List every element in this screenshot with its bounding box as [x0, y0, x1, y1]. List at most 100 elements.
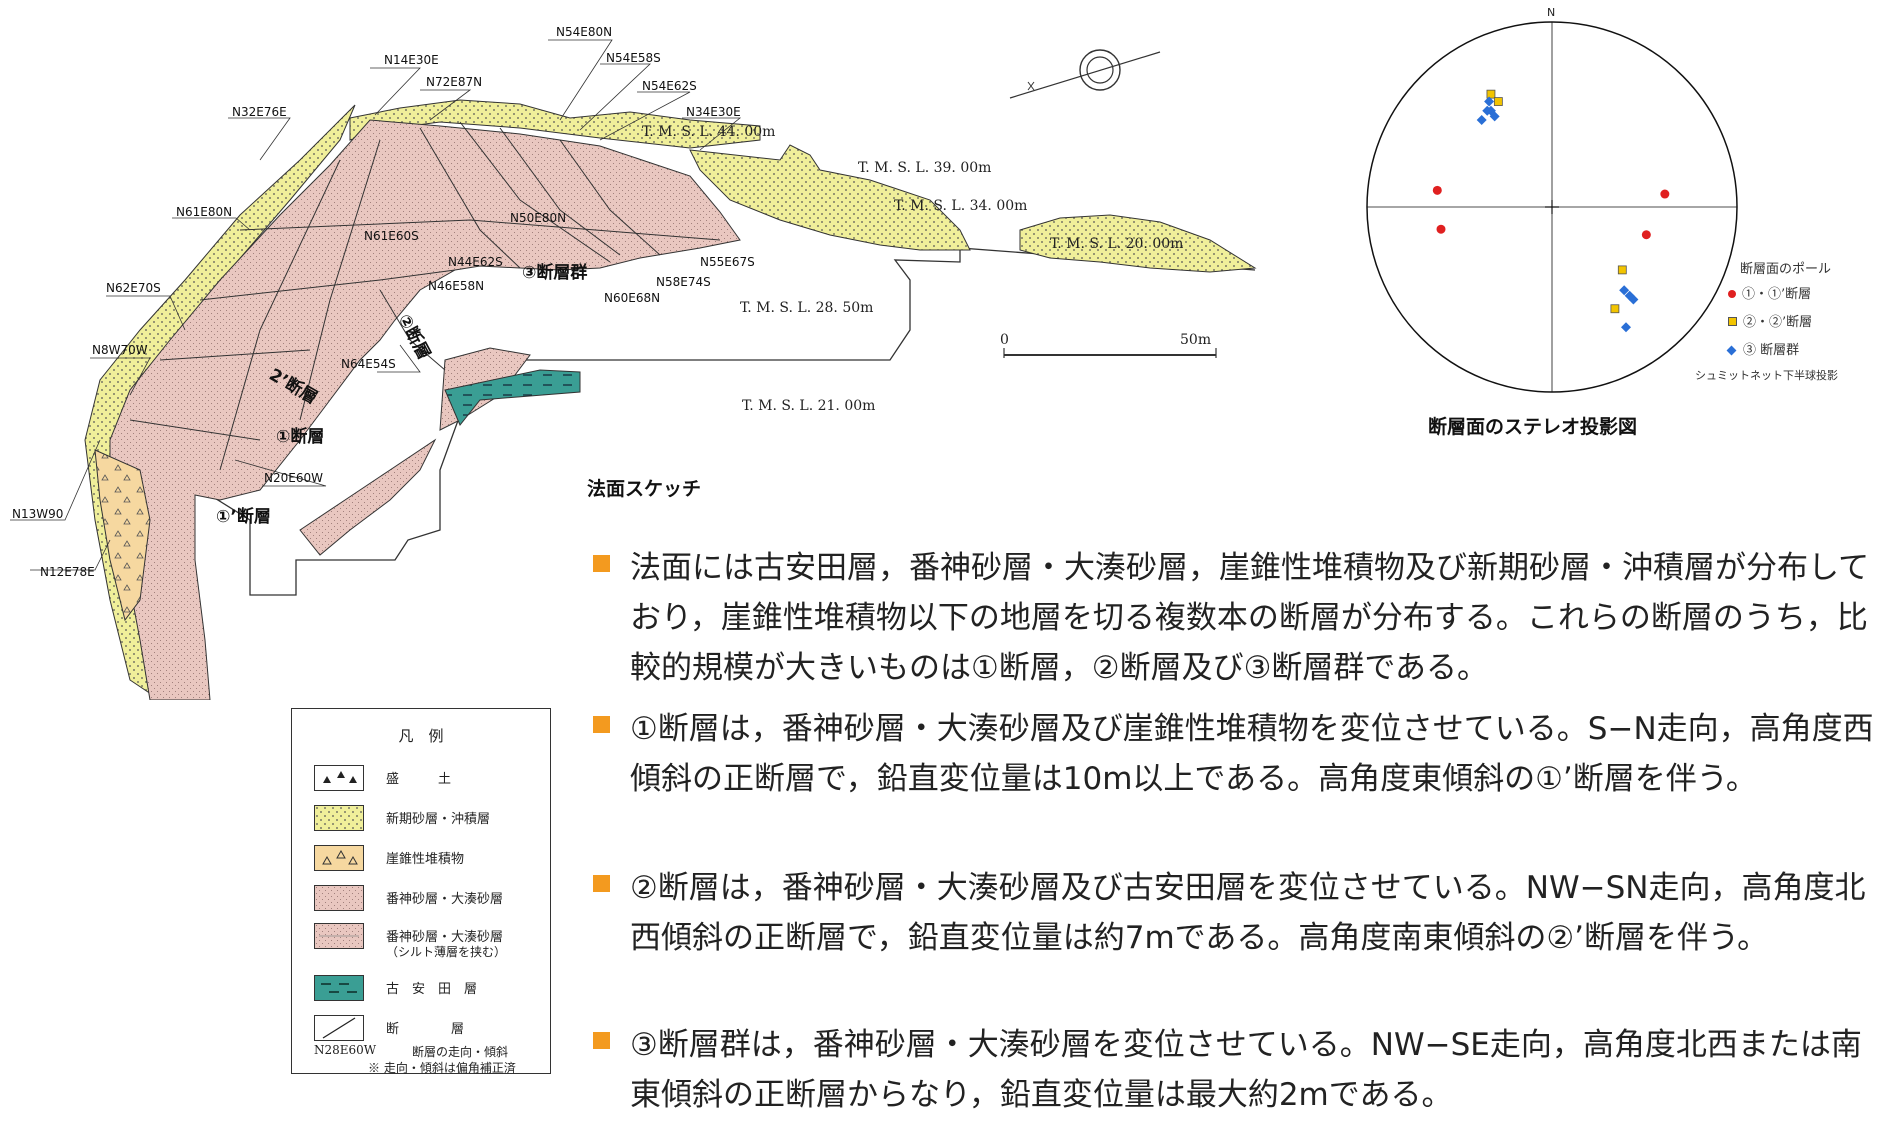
legend-item-fault: 断 層 — [314, 1015, 544, 1041]
pole-marker-fault-2 — [1493, 97, 1503, 106]
fault-label: N34E30E — [686, 105, 741, 119]
elevation-label: T. M. S. L. 20. 00m — [1050, 236, 1183, 252]
bullet-square-icon — [593, 875, 610, 892]
pole-marker-fault-2 — [1486, 89, 1496, 99]
elevation-label: T. M. S. L. 39. 00m — [858, 160, 991, 176]
banjin-sand-body — [109, 119, 741, 700]
fault-label: N54E62S — [642, 79, 697, 93]
legend-note-text: 断層の走向・傾斜 — [412, 1045, 509, 1059]
scale-zero: 0 — [1000, 332, 1009, 348]
fault-label: N62E70S — [106, 281, 161, 295]
fill-swatch — [314, 765, 364, 791]
pole-marker-fault-3-group — [1482, 105, 1493, 116]
fault-label: N55E67S — [700, 255, 755, 269]
stereonet-projection-note: シュミットネット下半球投影 — [1695, 369, 1838, 382]
fault-label: N8W70W — [92, 343, 148, 357]
leader-lines — [10, 39, 742, 571]
stereonet-legend-item: ③ 断層群 — [1726, 339, 1800, 358]
pole-marker-fault-3-group — [1476, 115, 1487, 126]
pole-marker-fault-3-group — [1619, 285, 1630, 296]
legend-label: 崖錐性堆積物 — [386, 852, 465, 867]
fault-lines — [129, 121, 721, 471]
elevation-label-group: T. M. S. L. 44. 00m T. M. S. L. 39. 00m … — [642, 124, 1183, 414]
pole-marker-fault-3-group — [1489, 111, 1500, 122]
legend-label: 断 層 — [386, 1022, 465, 1037]
scale-max: 50m — [1180, 332, 1211, 348]
fault-label: N14E30E — [384, 53, 439, 67]
banjin-silt-swatch — [314, 923, 364, 949]
scale-bar: 0 50m — [1000, 332, 1217, 358]
fault-label: N58E74S — [656, 275, 711, 289]
stereonet: N — [1366, 6, 1738, 393]
legend-item-banjin: 番神砂層・大湊砂層 — [314, 885, 544, 911]
koyasuda-layer — [444, 369, 581, 426]
blue-diamond-icon — [1726, 345, 1737, 356]
pole-marker-fault-1 — [1432, 185, 1442, 195]
fault-label: N46E58N — [428, 279, 484, 293]
sketch-caption: 法面スケッチ — [587, 478, 702, 500]
pole-marker-fault-2 — [1617, 265, 1627, 275]
bullet-square-icon — [593, 1032, 610, 1049]
alluvium-swatch — [314, 805, 364, 831]
fault-label-group: N54E80N N54E58S N14E30E N72E87N N54E62S … — [12, 25, 755, 579]
slope-sketch: N54E80N N54E58S N14E30E N72E87N N54E62S … — [10, 25, 1257, 700]
fault-label: N54E80N — [556, 25, 612, 39]
yellow-square-icon — [1728, 317, 1737, 326]
fault-label: N64E54S — [341, 357, 396, 371]
bullet-text: ①断層は，番神砂層・大湊砂層及び崖錐性堆積物を変位させている。S−N走向，高角度… — [630, 711, 1874, 797]
talus-wedge — [94, 449, 151, 622]
pole-marker-fault-1 — [1436, 224, 1446, 234]
fault-label: N13W90 — [12, 507, 63, 521]
legend-label: 盛 土 — [386, 772, 452, 787]
pole-marker-fault-2 — [1610, 304, 1620, 314]
fault-1-label: ①断層 — [276, 426, 324, 447]
bullet-square-icon — [593, 716, 610, 733]
fill-wedge — [299, 438, 437, 556]
bullet-text: 法面には古安田層，番神砂層・大湊砂層，崖錐性堆積物及び新期砂層・沖積層が分布して… — [630, 550, 1870, 686]
fault-label: N50E80N — [510, 211, 566, 225]
bullet-text: ③断層群は，番神砂層・大湊砂層を変位させている。NW−SE走向，高角度北西または… — [630, 1027, 1862, 1113]
legend-title: 凡 例 — [398, 727, 444, 745]
bullet-text: ②断層は，番神砂層・大湊砂層及び古安田層を変位させている。NW−SN走向，高角度… — [630, 870, 1866, 956]
elevation-label: T. M. S. L. 44. 00m — [642, 124, 775, 140]
fault-label: N12E78E — [40, 565, 95, 579]
stereonet-caption: 断層面のステレオ投影図 — [1428, 416, 1638, 438]
pole-marker-fault-1 — [1641, 230, 1651, 240]
alluvium-right — [1019, 214, 1257, 273]
fault-label: N32E76E — [232, 105, 287, 119]
koyasuda-swatch — [314, 975, 364, 1001]
fault-label: N61E80N — [176, 205, 232, 219]
pole-marker-fault-3-group — [1484, 96, 1495, 107]
legend-item-alluvium: 新期砂層・沖積層 — [314, 805, 544, 831]
fault-label: N54E58S — [606, 51, 661, 65]
elevation-label: T. M. S. L. 34. 00m — [894, 198, 1027, 214]
talus-swatch — [314, 845, 364, 871]
fault-1-prime-label: ①’断層 — [216, 506, 271, 527]
legend-label: 番神砂層・大湊砂層 — [386, 892, 504, 907]
stereonet-north-label: N — [1547, 6, 1555, 19]
legend-label: ②・②’断層 — [1743, 315, 1813, 330]
stereonet-legend-item: ②・②’断層 — [1728, 311, 1812, 330]
legend-label: ①・①’断層 — [1742, 287, 1812, 302]
legend-note-sub: ※ 走向・傾斜は偏角補正済 — [368, 1061, 516, 1075]
fault-label: N61E60S — [364, 229, 419, 243]
legend-label: ③ 断層群 — [1743, 343, 1800, 358]
stereonet-legend-item: ①・①’断層 — [1728, 283, 1811, 302]
north-arrow-icon — [1009, 49, 1161, 99]
bullet-square-icon — [593, 555, 610, 572]
pole-marker-fault-3-group — [1624, 290, 1635, 301]
legend-item-koyasuda: 古 安 田 層 — [314, 975, 544, 1001]
fault-swatch — [314, 1015, 364, 1041]
banjin-swatch — [314, 885, 364, 911]
pole-markers — [1432, 89, 1670, 333]
legend-label: 新期砂層・沖積層 — [386, 812, 491, 827]
fault-3-group-label: ③断層群 — [522, 262, 587, 283]
legend-item-banjin-silt: 番神砂層・大湊砂層 （シルト薄層を挟む） — [314, 923, 544, 965]
red-dot-icon — [1728, 290, 1736, 298]
stereonet-legend-title: 断層面のポール — [1740, 262, 1832, 277]
legend-label: 古 安 田 層 — [386, 982, 478, 997]
fault-label: N20E60W — [264, 471, 323, 485]
legend-item-fill: 盛 土 — [314, 765, 544, 791]
legend-note-code: N28E60W — [314, 1043, 377, 1057]
fault-label: N60E68N — [604, 291, 660, 305]
